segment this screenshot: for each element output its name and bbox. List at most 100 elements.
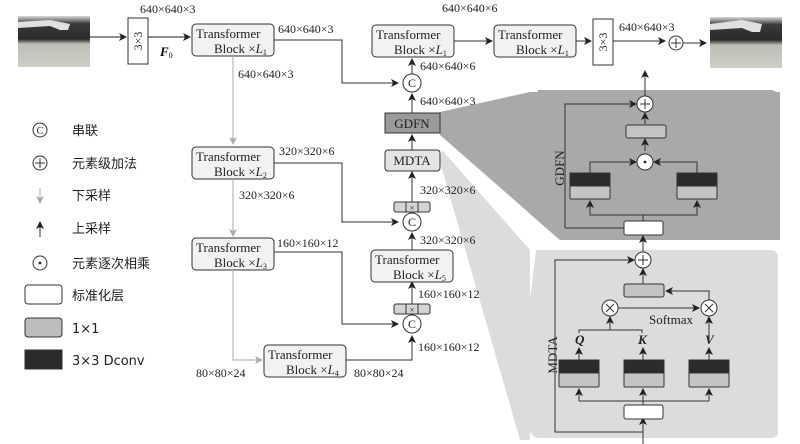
dim-b4-right: 80×80×24 — [354, 366, 404, 380]
transformer-block-l2: Transformer Block ×L2 — [191, 146, 275, 180]
concat-node-1: C — [402, 73, 422, 93]
svg-text:Transformer: Transformer — [268, 347, 333, 362]
svg-text:Transformer: Transformer — [498, 27, 563, 42]
svg-text:Block ×L2: Block ×L2 — [214, 164, 267, 180]
conv-out-3x3 — [592, 18, 614, 66]
gdfn-multiply-node — [636, 153, 654, 171]
conv-out-label: 3×3 — [596, 33, 610, 52]
mdta-add-node — [634, 251, 652, 269]
dim-concat-top-out: 640×640×6 — [420, 59, 476, 73]
legend-item-conv1x1: 1×1 — [24, 317, 99, 338]
input-image — [18, 16, 90, 67]
svg-text:Block ×L1: Block ×L1 — [214, 41, 267, 57]
mdta-norm-layer — [623, 404, 664, 420]
svg-text:Transformer: Transformer — [376, 27, 441, 42]
legend: C 串联 元素级加法 下采样 上采样 元素逐次相乘 标准化层 1×1 — [24, 122, 150, 370]
dim-up2-out: 320×320×6 — [420, 183, 476, 197]
svg-text:C: C — [37, 126, 44, 137]
norm-layer-swatch — [24, 284, 63, 305]
conv-in-label: 3×3 — [131, 32, 145, 51]
svg-text:Transformer: Transformer — [196, 149, 261, 164]
mdta-softmax-label: Softmax — [649, 312, 694, 327]
svg-text:Block ×L3: Block ×L3 — [214, 255, 267, 271]
mdta-branch-q — [558, 359, 600, 388]
dim-up2-in: 320×320×6 — [420, 233, 476, 247]
transformer-block-l3: Transformer Block ×L3 — [191, 237, 275, 271]
mdta-panel-title: MDTA — [545, 336, 560, 374]
svg-text:元素逐次相乘: 元素逐次相乘 — [72, 256, 150, 272]
legend-item-element-multiply: 元素逐次相乘 — [32, 255, 150, 272]
svg-text:Block ×L4: Block ×L4 — [286, 362, 339, 378]
conv1x1-swatch — [24, 317, 63, 338]
gdfn-conv1x1-out — [625, 124, 667, 139]
mdta-zoom-wedge — [440, 150, 530, 440]
svg-text:1×1: 1×1 — [72, 322, 99, 337]
svg-text:Block ×L1: Block ×L1 — [394, 42, 447, 58]
svg-text:Block ×L1: Block ×L1 — [516, 42, 569, 58]
conv1x1-up2: × — [393, 201, 431, 213]
transformer-block-refine-2: Transformer Block ×L1 — [493, 24, 577, 58]
transformer-block-l4: Transformer Block ×L4 — [263, 344, 347, 378]
dim-b2-right: 320×320×6 — [279, 144, 335, 158]
svg-text:×: × — [409, 305, 414, 315]
legend-item-norm-layer: 标准化层 — [24, 284, 124, 305]
transformer-block-l1: Transformer Block ×L1 — [191, 23, 275, 57]
dconv3x3-swatch — [24, 349, 63, 370]
mdta-conv1x1-out — [623, 283, 665, 298]
svg-text:Transformer: Transformer — [196, 240, 261, 255]
concat-node-2: C — [402, 212, 422, 232]
svg-text:Transformer: Transformer — [196, 26, 261, 41]
dim-up3-out: 160×160×12 — [418, 287, 480, 301]
legend-item-concat: C 串联 — [32, 122, 98, 139]
svg-text:下采样: 下采样 — [72, 189, 111, 204]
transformer-block-refine-1: Transformer Block ×L1 — [371, 24, 455, 58]
mdta-k-label: K — [637, 332, 648, 347]
dim-b2-down: 320×320×6 — [239, 188, 295, 202]
dim-b4-left: 80×80×24 — [196, 366, 246, 380]
mdta-v-label: V — [705, 332, 715, 347]
dim-b1-right: 640×640×3 — [278, 22, 334, 36]
gdfn-branch-right — [676, 172, 718, 200]
dim-b3-right: 160×160×12 — [277, 236, 339, 250]
legend-item-element-add: 元素级加法 — [32, 155, 137, 172]
mdta-branch-k — [623, 359, 665, 388]
gdfn-branch-left — [569, 172, 611, 200]
gdfn-box: GDFN — [384, 112, 441, 134]
dim-up3-in: 160×160×12 — [418, 340, 480, 354]
svg-text:C: C — [408, 76, 416, 90]
svg-text:C: C — [408, 215, 416, 229]
transformer-block-l5: Transformer Block ×L5 — [370, 249, 454, 283]
dim-gdfn-out: 640×640×3 — [420, 94, 476, 108]
output-image — [710, 17, 782, 68]
mdta-branch-v — [688, 359, 730, 388]
concat-node-3: C — [402, 314, 422, 334]
f0-label: F0 — [159, 44, 173, 60]
dim-conv-in-top: 640×640×3 — [140, 2, 196, 16]
svg-text:标准化层: 标准化层 — [72, 289, 124, 304]
gdfn-panel-title: GDFN — [552, 150, 567, 186]
svg-text:串联: 串联 — [72, 124, 98, 139]
svg-text:C: C — [408, 317, 416, 331]
svg-text:MDTA: MDTA — [393, 153, 431, 168]
legend-item-downsample: 下采样 — [36, 188, 111, 204]
conv-in-3x3 — [127, 17, 149, 65]
mdta-multiply-v — [700, 299, 718, 317]
element-add-output — [668, 35, 684, 51]
legend-item-dconv3x3: 3×3 Dconv — [24, 349, 145, 370]
mdta-panel — [530, 250, 778, 438]
svg-text:Block ×L5: Block ×L5 — [393, 267, 446, 283]
dim-b1-down: 640×640×3 — [238, 67, 294, 81]
svg-text:GDFN: GDFN — [394, 116, 430, 131]
mdta-q-label: Q — [575, 332, 585, 347]
conv1x1-up3: × — [393, 303, 431, 315]
gdfn-norm-layer — [623, 220, 664, 236]
gdfn-add-node — [636, 95, 654, 113]
mdta-multiply-qk — [601, 299, 619, 317]
svg-text:3×3 Dconv: 3×3 Dconv — [72, 354, 145, 369]
svg-text:×: × — [409, 203, 414, 213]
svg-text:Transformer: Transformer — [375, 252, 440, 267]
dim-top-mid: 640×640×6 — [442, 1, 498, 15]
gdfn-panel — [530, 90, 778, 240]
svg-text:元素级加法: 元素级加法 — [72, 157, 137, 172]
